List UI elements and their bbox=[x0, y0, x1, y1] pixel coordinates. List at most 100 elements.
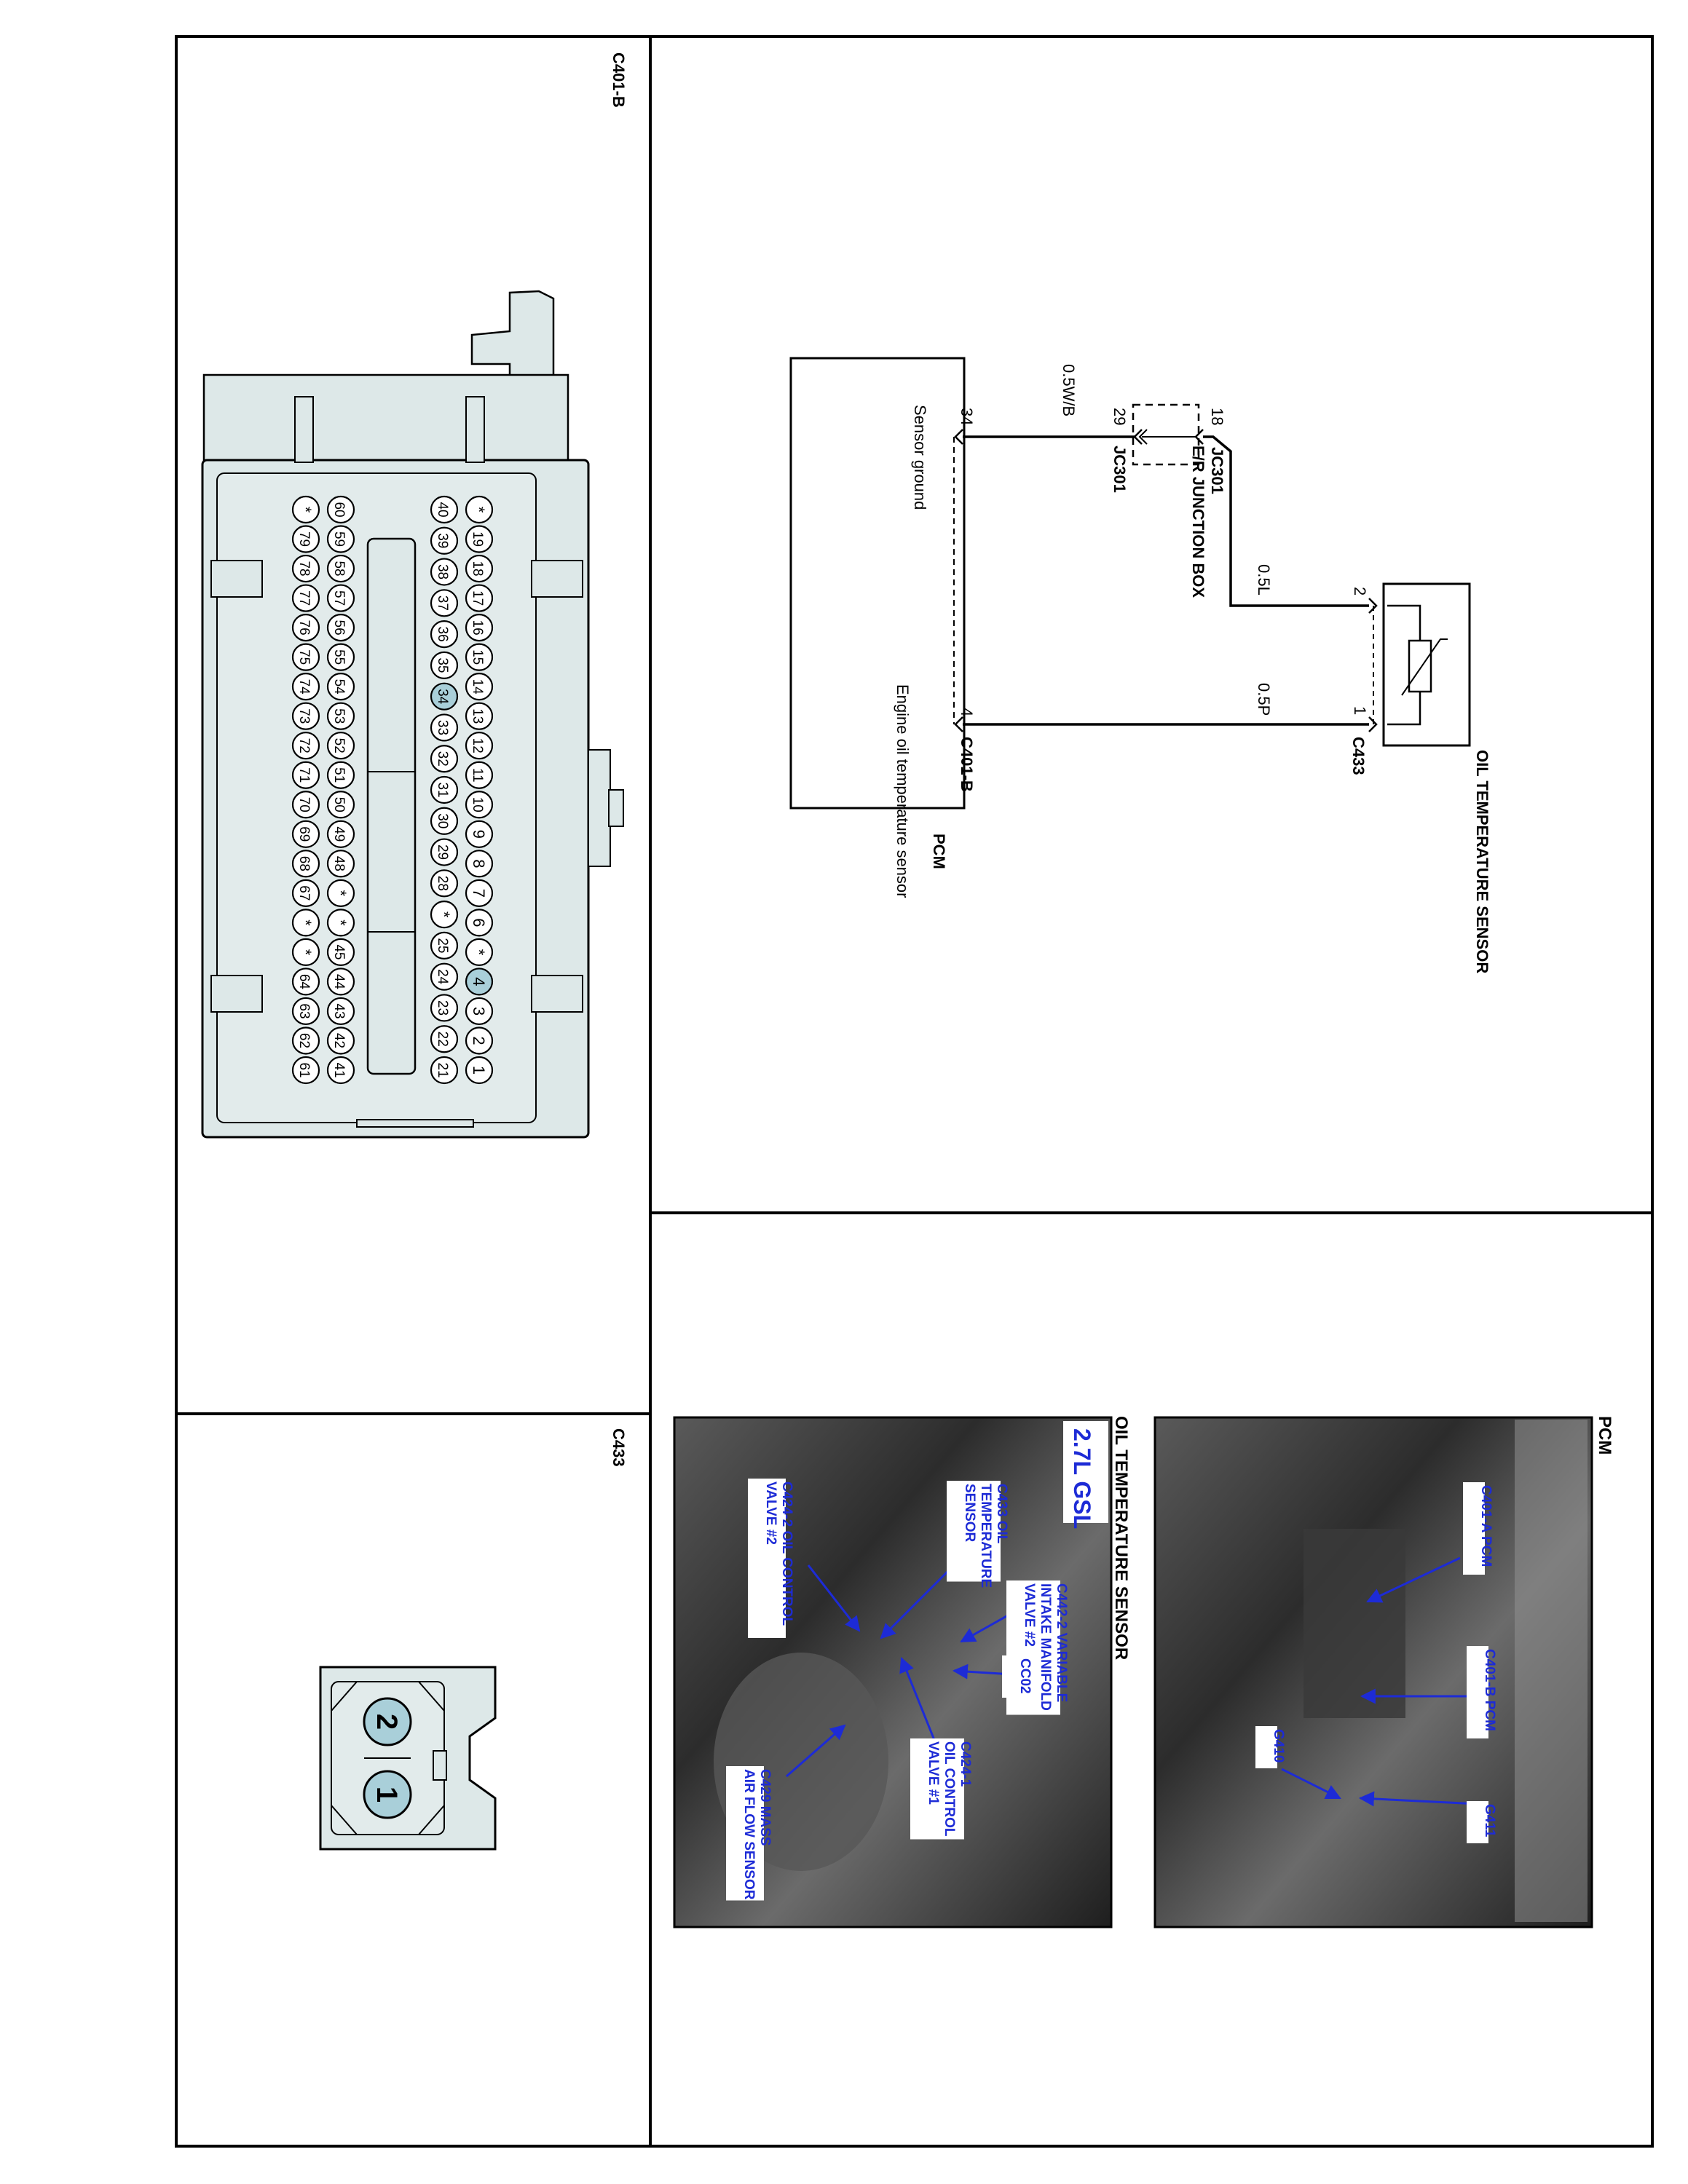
pin-circle bbox=[465, 909, 494, 937]
connector-b-pin: 58 bbox=[326, 554, 355, 583]
pin-circle bbox=[291, 1026, 320, 1055]
sensor-chevron-b bbox=[1368, 716, 1378, 732]
pin-label: * bbox=[470, 507, 488, 513]
connector-b-pin: 35 bbox=[430, 651, 459, 679]
connector-b-pin: 8 bbox=[465, 850, 494, 878]
pin-label: 78 bbox=[296, 561, 312, 576]
connector-b-pin: 37 bbox=[430, 589, 459, 617]
arrow-g411 bbox=[1358, 1791, 1479, 1807]
pin-label: 63 bbox=[296, 1003, 312, 1018]
pin-label: 19 bbox=[470, 531, 485, 547]
connector-b-key bbox=[588, 749, 611, 867]
pin-label: 54 bbox=[331, 679, 347, 695]
callout-bg bbox=[726, 1766, 764, 1901]
connector-c401b-panel: C401-B 1234*678910111213141516171819*212… bbox=[201, 52, 628, 1139]
callout-text: CC02 bbox=[1017, 1658, 1033, 1694]
pin-label: 17 bbox=[470, 590, 485, 606]
pin-label: 52 bbox=[331, 738, 347, 753]
oil-sensor-internal-a bbox=[1387, 604, 1421, 641]
connector-b-pin: 40 bbox=[430, 495, 459, 524]
callout-label: CC02 bbox=[1002, 1655, 1033, 1698]
pin-circle bbox=[291, 791, 320, 819]
connector-b-pin: 13 bbox=[465, 702, 494, 730]
pcm-photo-panel-edge bbox=[1515, 1420, 1588, 1922]
pin-label: 43 bbox=[331, 1003, 347, 1018]
pin-circle bbox=[291, 850, 320, 878]
pin-label: 4 bbox=[470, 977, 488, 986]
pcm-photo-callout-arrows bbox=[1281, 1556, 1479, 1807]
pin-circle bbox=[465, 968, 494, 996]
connector-b-pin: 59 bbox=[326, 525, 355, 553]
pin-label: 50 bbox=[331, 797, 347, 812]
connector-b-pin: 11 bbox=[465, 761, 494, 789]
connector-b-title: C401-B bbox=[610, 52, 628, 108]
connector-b-pin: 1 bbox=[465, 1056, 494, 1085]
junction-box-label: E/R JUNCTION BOX bbox=[1189, 446, 1207, 598]
connector-b-pin: 54 bbox=[326, 673, 355, 701]
pin-circle bbox=[465, 850, 494, 878]
pcm-box bbox=[789, 357, 966, 810]
connector-b-pin: 36 bbox=[430, 620, 459, 649]
pin-circle bbox=[465, 1056, 494, 1085]
thermistor-slash bbox=[1401, 638, 1448, 696]
pin-label: 70 bbox=[296, 797, 312, 812]
connector-b-pin: * bbox=[465, 938, 494, 966]
callout-label: G410 bbox=[1255, 1726, 1286, 1768]
pin-circle bbox=[430, 901, 459, 929]
pin-circle bbox=[291, 584, 320, 612]
oil-photo-callouts: C442-2 VARIABLEINTAKE MANIFOLDVALVE #2 C4… bbox=[726, 1479, 1069, 1901]
pcm-name: PCM bbox=[930, 834, 948, 869]
connector-b-pin: 70 bbox=[291, 791, 320, 819]
pin-label: 18 bbox=[470, 561, 485, 576]
connector-b-pin: 50 bbox=[326, 791, 355, 819]
sensor-chevron-a bbox=[1368, 598, 1378, 614]
connector-b-pin: 72 bbox=[291, 732, 320, 760]
connector-b-pin: 57 bbox=[326, 584, 355, 612]
pin-circle bbox=[465, 732, 494, 760]
connector-b-side-notch-3 bbox=[531, 560, 583, 598]
junction-pin-out: 29 bbox=[1111, 408, 1129, 425]
pin-label: 37 bbox=[435, 596, 450, 611]
pin-label: 35 bbox=[435, 657, 450, 673]
pin-label: 34 bbox=[435, 689, 450, 705]
connector-b-pin: 77 bbox=[291, 584, 320, 612]
callout-label: C401-B PCM bbox=[1467, 1646, 1497, 1738]
junction-pin-in: 18 bbox=[1208, 408, 1226, 425]
pin-label: 29 bbox=[435, 844, 450, 860]
pin-circle bbox=[291, 968, 320, 996]
pin-label: 42 bbox=[331, 1033, 347, 1048]
pin-circle bbox=[430, 526, 459, 555]
connector-b-pin: 34 bbox=[430, 682, 459, 711]
connector-b-pin: 51 bbox=[326, 761, 355, 789]
connector-b-pin: 6 bbox=[465, 909, 494, 937]
connector-b-pin: 45 bbox=[326, 938, 355, 966]
pin-label: * bbox=[296, 507, 315, 513]
pin-label: 11 bbox=[470, 768, 485, 783]
pin-circle bbox=[465, 495, 494, 524]
pin-circle bbox=[465, 791, 494, 819]
pin-circle bbox=[326, 554, 355, 583]
connector-b-pin: 39 bbox=[430, 526, 459, 555]
connector-b-pin: 61 bbox=[291, 1056, 320, 1085]
pin-label: 48 bbox=[331, 856, 347, 871]
connector-b-pin: 30 bbox=[430, 807, 459, 835]
connector-b-pin: 43 bbox=[326, 997, 355, 1026]
arrow-c424-1 bbox=[899, 1657, 937, 1744]
callout-label: C442-2 VARIABLEINTAKE MANIFOLDVALVE #2 bbox=[1006, 1580, 1069, 1715]
pin-circle bbox=[430, 1056, 459, 1085]
pin-label: 56 bbox=[331, 620, 347, 636]
pin-label: 74 bbox=[296, 679, 312, 695]
pin-circle bbox=[326, 1026, 355, 1055]
pin-circle bbox=[326, 732, 355, 760]
callout-text: C424-2 OIL CONTROLVALVE #2 bbox=[763, 1481, 794, 1626]
pin-circle bbox=[326, 584, 355, 612]
connector-b-pin: 9 bbox=[465, 820, 494, 848]
connector-433-pins: 21 bbox=[363, 1697, 412, 1819]
junction-box bbox=[1132, 403, 1200, 466]
pin-label: 75 bbox=[296, 649, 312, 665]
connector-b-pin: 49 bbox=[326, 820, 355, 848]
pin-circle bbox=[326, 643, 355, 671]
pin-label: 64 bbox=[296, 974, 312, 990]
connector-b-pin: * bbox=[291, 909, 320, 937]
